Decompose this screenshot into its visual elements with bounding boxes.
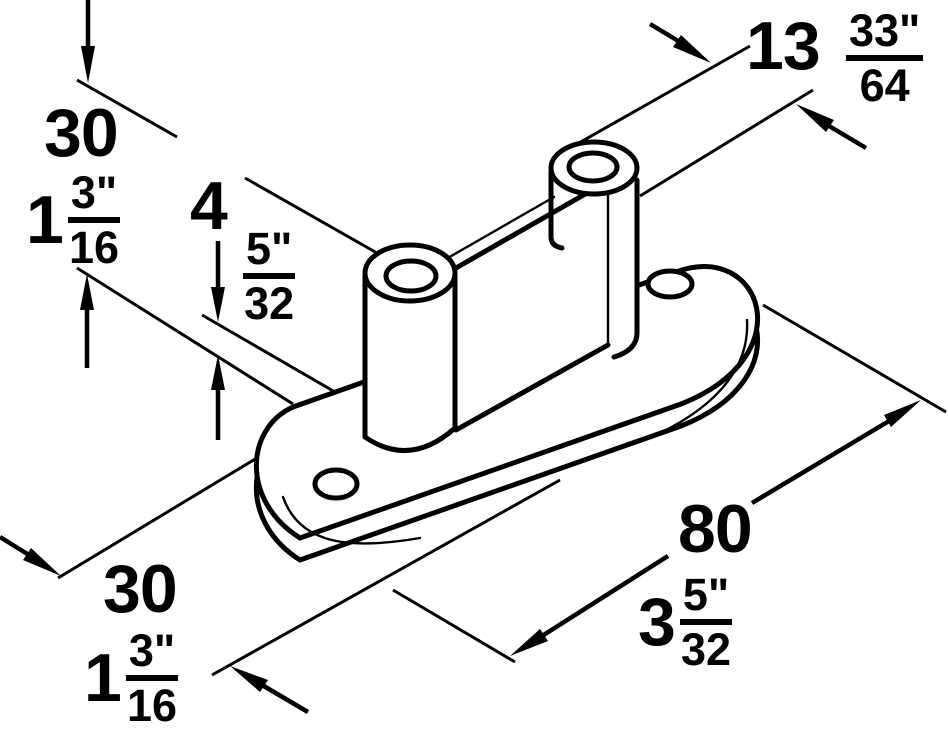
arrow-shaft: [648, 22, 682, 44]
fraction-denominator: 16: [126, 680, 178, 730]
arrowhead-icon: [673, 35, 711, 63]
extension-line: [201, 313, 336, 394]
arrowhead-down-icon: [211, 287, 225, 322]
dimension-line: [750, 419, 891, 505]
extension-line: [562, 44, 751, 154]
fraction-denominator: 32: [680, 624, 732, 675]
rear-post: [548, 139, 640, 360]
arrowhead-icon: [23, 548, 61, 576]
extension-line: [639, 88, 814, 198]
label-plate-length-mm: 80: [678, 495, 753, 563]
total-height-mm-value: 30: [44, 95, 119, 171]
total-height-inch-fraction: 3"16: [67, 170, 121, 273]
plate-width-inch-fraction: 3"16: [125, 628, 179, 730]
plate-length-inch-fraction: 5"32: [679, 572, 733, 675]
arrowhead-icon: [796, 104, 834, 132]
total-height-inch-whole: 1: [26, 182, 64, 258]
fraction-denominator: 16: [68, 222, 120, 273]
arrowhead-icon: [510, 629, 548, 656]
plate-thickness-mm-value: 4: [190, 168, 228, 244]
screw-hole-left: [312, 467, 360, 501]
plate-length-mm-value: 80: [678, 491, 753, 567]
arrowhead-icon: [884, 400, 921, 427]
arrow-shaft: [0, 535, 31, 557]
rear-post-bore-hole: [566, 150, 620, 184]
extension-line: [762, 303, 947, 414]
label-plate-thickness-inch: 5"32: [243, 226, 296, 329]
fraction-numerator: 5": [679, 572, 733, 625]
extension-line: [211, 478, 561, 677]
label-plate-thickness-mm: 4: [190, 172, 228, 240]
extension-line: [76, 266, 294, 406]
plate-chamfer-arc-left: [281, 495, 422, 545]
dim-plate-width: [0, 436, 561, 714]
extension-line: [244, 176, 378, 255]
fraction-denominator: 64: [859, 60, 910, 111]
fraction-numerator: 33": [846, 8, 924, 61]
arrowhead-icon: [230, 666, 268, 692]
screw-hole-right: [645, 268, 695, 300]
front-post: [362, 242, 458, 454]
web-top-face: [444, 172, 608, 268]
label-post-diameter-mm: 13: [746, 12, 821, 80]
dimension-line: [540, 554, 670, 638]
plate-width-inch-whole: 1: [84, 640, 122, 716]
part-drawing: [253, 139, 760, 563]
dim-post-diameter: [562, 22, 868, 198]
fraction-numerator: 3": [125, 628, 179, 681]
plate-length-inch-whole: 3: [638, 584, 676, 660]
arrow-shaft: [827, 124, 868, 150]
extension-line: [57, 436, 291, 580]
fraction-denominator: 32: [244, 278, 295, 329]
post-diameter-inch-fraction: 33"64: [846, 8, 924, 111]
dim-total-height: [76, 0, 378, 406]
label-plate-length-inch: 3 5"32: [638, 572, 733, 675]
arrowhead-down-icon: [81, 46, 95, 83]
arrowhead-up-icon: [80, 274, 94, 310]
label-plate-width-mm: 30: [103, 555, 178, 623]
extension-line: [76, 78, 178, 139]
label-post-diameter-inch: 33"64: [846, 8, 924, 111]
fraction-numerator: 5": [243, 226, 296, 279]
fraction-numerator: 3": [67, 170, 121, 223]
plate-thickness-inch-fraction: 5"32: [243, 226, 296, 329]
label-total-height-inch: 1 3"16: [26, 170, 121, 273]
front-post-base-arc: [362, 425, 458, 454]
label-plate-width-inch: 1 3"16: [84, 628, 179, 730]
plate-width-mm-value: 30: [103, 551, 178, 627]
dim-plate-thickness: [201, 241, 336, 440]
label-total-height-mm: 30: [44, 99, 119, 167]
arrow-shaft: [260, 683, 310, 714]
post-diameter-mm-value: 13: [746, 8, 821, 84]
front-post-bore-hole: [383, 258, 439, 294]
arrowhead-up-icon: [211, 355, 225, 390]
plate-chamfer-arc-right: [643, 318, 749, 442]
dim-plate-length: [392, 303, 947, 664]
extension-line: [392, 588, 516, 664]
dimension-annotations: [0, 0, 947, 714]
